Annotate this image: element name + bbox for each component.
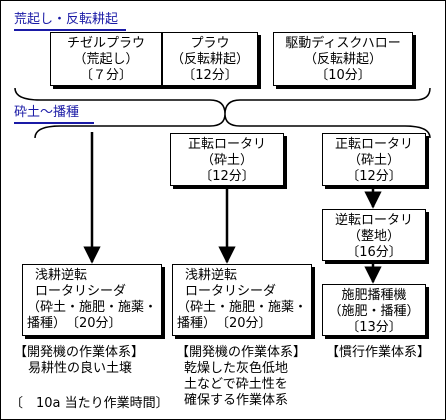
box-line: 〔７分〕 xyxy=(79,68,132,83)
box-line: 〔16分〕 xyxy=(346,245,402,260)
caption-col1-title: 【開発機の作業体系】 xyxy=(14,345,145,360)
box-line: 浅耕逆転 xyxy=(185,268,238,283)
box-disc-harrow: 駆動ディスクハロー （反転耕起） 〔10分〕 xyxy=(273,32,413,86)
box-col1-rotary-seeder: 浅耕逆転 ロータリシーダ （砕土・施肥・施薬・ 播種） 〔20分〕 xyxy=(22,264,162,336)
box-chisel-plow: チゼルプラウ （荒起し） 〔７分〕 xyxy=(50,32,162,86)
box-col3-fertilizer-seeder: 施肥播種機 （施肥・播種） 〔13分〕 xyxy=(322,284,426,336)
box-col3-reverse-rotary: 逆転ロータリ （整地） 〔16分〕 xyxy=(322,209,426,261)
caption-col1-text: 易耕性の良い土壌 xyxy=(28,361,133,376)
box-line: （施肥・播種） xyxy=(328,304,420,319)
section-underline-primary xyxy=(14,29,126,31)
caption-col3-title: 【慣行作業体系】 xyxy=(326,345,431,360)
caption-col2-text: 確保する作業体系 xyxy=(184,393,289,408)
box-line: 〔13分〕 xyxy=(346,320,402,335)
caption-col2-text: 乾燥した灰色低地 xyxy=(184,361,289,376)
box-line: ロータリシーダ xyxy=(185,284,277,299)
box-line: 播種） 〔20分〕 xyxy=(27,316,122,331)
box-line: 浅耕逆転 xyxy=(35,268,88,283)
box-col2-rotary-seeder: 浅耕逆転 ロータリシーダ （砕土・施肥・施薬・ 播種） 〔20分〕 xyxy=(172,264,312,336)
box-line: ロータリシーダ xyxy=(35,284,127,299)
box-line: 正転ロータリ xyxy=(187,137,266,152)
box-line: 駆動ディスクハロー xyxy=(285,36,401,51)
caption-col2-text: 土などで砕土性を xyxy=(184,377,288,392)
box-line: 正転ロータリ xyxy=(334,137,413,152)
box-line: 播種） 〔20分〕 xyxy=(177,316,272,331)
box-line: （砕土） xyxy=(347,153,400,168)
box-line: （反転耕起） xyxy=(303,52,382,67)
box-line: （砕土・施肥・施薬・ xyxy=(27,300,158,315)
box-line: （整地） xyxy=(347,229,400,244)
box-plow: プラウ （反転耕起） 〔12分〕 xyxy=(162,32,258,86)
box-line: （反転耕起） xyxy=(170,52,249,67)
box-line: プラウ xyxy=(190,36,230,51)
box-line: 施肥播種機 xyxy=(341,288,407,303)
box-col3-forward-rotary: 正転ロータリ （砕土） 〔12分〕 xyxy=(322,133,426,186)
box-line: （荒起し） xyxy=(73,52,139,67)
box-line: 〔10分〕 xyxy=(315,68,371,83)
box-line: チゼルプラウ xyxy=(66,36,145,51)
caption-col2-title: 【開発機の作業体系】 xyxy=(176,345,307,360)
section-underline-seedbed xyxy=(14,122,94,124)
box-line: 〔12分〕 xyxy=(182,68,238,83)
section-label-primary-tillage: 荒起し・反転耕起 xyxy=(14,12,119,27)
box-line: 逆転ロータリ xyxy=(334,213,413,228)
box-line: 〔12分〕 xyxy=(346,169,402,184)
section-label-seedbed: 砕土～播種 xyxy=(14,105,80,120)
footnote: 〔 10a 当たり作業時間〕 xyxy=(10,396,169,411)
box-line: （砕土） xyxy=(200,153,253,168)
box-line: 〔12分〕 xyxy=(199,169,255,184)
box-line: （砕土・施肥・施薬・ xyxy=(177,300,308,315)
box-col2-forward-rotary: 正転ロータリ （砕土） 〔12分〕 xyxy=(170,133,284,186)
lower-brace xyxy=(34,113,431,139)
